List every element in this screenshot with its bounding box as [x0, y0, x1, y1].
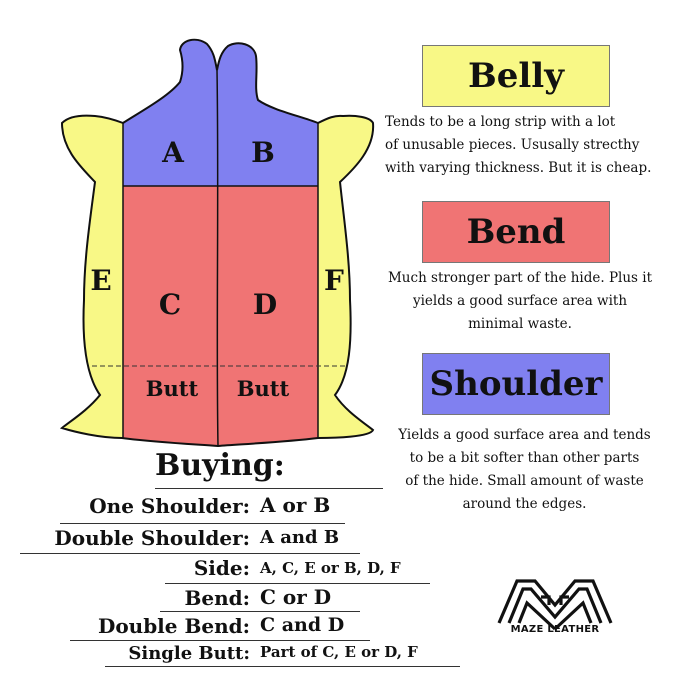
region-label-e: E	[90, 264, 111, 297]
buy-row-value: Part of C, E or D, F	[260, 643, 418, 661]
buy-row-label: Single Butt:	[128, 643, 250, 664]
legend-bend-line-3: minimal waste.	[468, 316, 572, 332]
buy-row-label: Double Bend:	[97, 614, 250, 638]
legend-bend-description: Much stronger part of the hide. Plus it …	[385, 267, 655, 336]
hide-outline	[59, 38, 375, 448]
buying-title-rule	[155, 488, 383, 489]
legend-bend-box: Bend	[422, 201, 610, 263]
butt-label-left: Butt	[146, 376, 199, 401]
buy-row-label: Bend:	[184, 586, 250, 610]
region-label-d: D	[253, 288, 277, 321]
buy-row-rule	[165, 583, 430, 584]
spine-line	[216, 69, 219, 447]
maze-leather-logo-text: MAZE LEATHER	[510, 624, 600, 635]
buy-row-single-butt: Single Butt:	[20, 638, 250, 666]
legend-belly-title: Belly	[468, 56, 564, 96]
legend-bend-line-2: yields a good surface area with	[412, 293, 628, 309]
butt-label-right: Butt	[237, 376, 290, 401]
buy-row-double-bend: Double Bend:	[20, 612, 250, 640]
buy-row-bend: Bend:	[20, 584, 250, 612]
buy-row-rule	[70, 640, 370, 641]
buy-row-label: Side:	[193, 556, 250, 580]
legend-belly-box: Belly	[422, 45, 610, 107]
legend-shoulder-line-3: of the hide. Small amount of waste	[405, 473, 644, 489]
buy-row-value: A or B	[260, 493, 331, 517]
region-label-c: C	[159, 288, 181, 321]
region-label-f: F	[324, 264, 344, 297]
bend-region-fill	[123, 186, 318, 446]
legend-bend-line-1: Much stronger part of the hide. Plus it	[387, 270, 653, 286]
buy-row-value: C or D	[260, 585, 332, 609]
buying-title: Buying:	[155, 448, 285, 483]
legend-shoulder-line-2: to be a bit softer than other parts	[409, 450, 640, 466]
buy-row-label: One Shoulder:	[89, 494, 250, 518]
legend-belly-line-2: of unusable pieces. Ususally strecthy	[385, 137, 640, 153]
legend-belly-line-3: with varying thickness. But it is cheap.	[385, 160, 652, 176]
region-label-a: A	[161, 136, 185, 169]
legend-belly-line-1: Tends to be a long strip with a lot	[385, 114, 616, 130]
buy-row-rule	[105, 666, 460, 667]
legend-shoulder-box: Shoulder	[422, 353, 610, 415]
buy-row-double-shoulder: Double Shoulder:	[20, 524, 250, 552]
legend-shoulder-line-1: Yields a good surface area and tends	[398, 427, 651, 443]
buy-row-rule	[20, 553, 360, 554]
buy-row-side: Side:	[20, 554, 250, 582]
buy-row-label: Double Shoulder:	[54, 526, 250, 550]
buy-row-rule	[160, 611, 360, 612]
buy-row-rule	[60, 523, 345, 524]
legend-shoulder-description: Yields a good surface area and tends to …	[392, 424, 657, 516]
maze-m-logo-icon	[497, 579, 613, 631]
legend-bend-title: Bend	[466, 212, 566, 252]
buy-row-value: A, C, E or B, D, F	[260, 559, 401, 577]
legend-shoulder-line-4: around the edges.	[462, 496, 587, 512]
region-label-b: B	[251, 136, 275, 169]
buy-row-one-shoulder: One Shoulder:	[20, 492, 250, 520]
legend-shoulder-title: Shoulder	[429, 364, 603, 404]
buy-row-value: A and B	[260, 527, 340, 548]
shoulder-region-fill	[123, 39, 318, 186]
buy-row-value: C and D	[260, 614, 345, 636]
legend-belly-description: Tends to be a long strip with a lot of u…	[385, 111, 651, 180]
